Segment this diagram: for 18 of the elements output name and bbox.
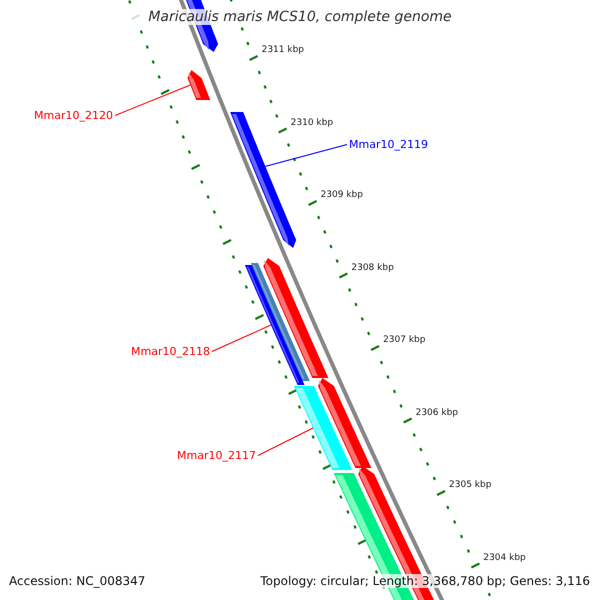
scale-label: 2307 kbp xyxy=(383,335,426,345)
scale-label: 2309 kbp xyxy=(320,190,363,200)
scale-label: 2310 kbp xyxy=(290,118,334,128)
scale-label: 2304 kbp xyxy=(483,552,526,562)
gene-label: Mmar10_2120 xyxy=(34,109,113,122)
gene-label: Mmar10_2117 xyxy=(177,449,256,462)
leader-line xyxy=(264,144,348,167)
scale-label: 2311 kbp xyxy=(262,45,304,55)
scale-label: 2306 kbp xyxy=(416,408,458,418)
leader-line xyxy=(114,84,191,116)
gene-label: Mmar10_2118 xyxy=(131,345,210,358)
scale-label: 2305 kbp xyxy=(449,480,492,490)
scale-label: 2308 kbp xyxy=(351,262,394,272)
leader-line xyxy=(212,324,272,352)
gene-label: Mmar10_2119 xyxy=(349,138,428,151)
gene-block xyxy=(188,70,210,100)
genome-info-text: Topology: circular; Length: 3,368,780 bp; Genes: 3,116 xyxy=(260,574,590,588)
accession-text: Accession: NC_008347 xyxy=(9,574,146,588)
